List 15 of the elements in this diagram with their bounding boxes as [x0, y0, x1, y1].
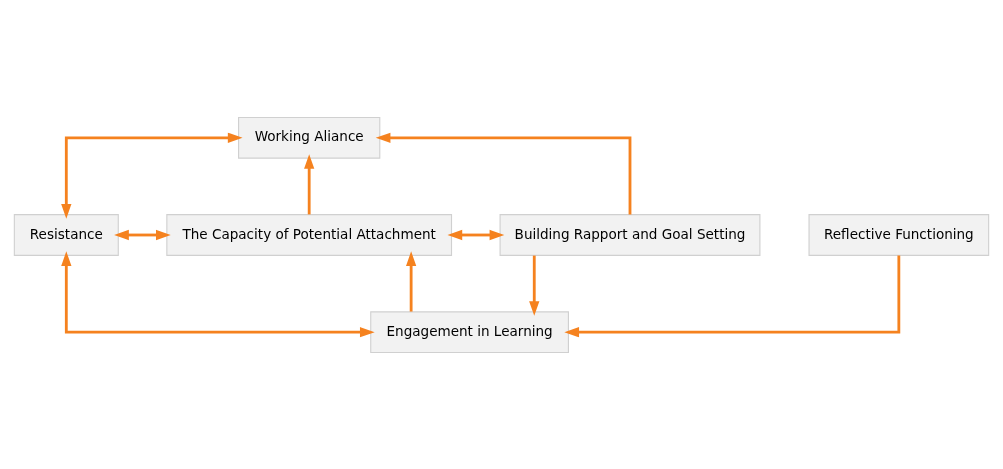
arrow: [529, 255, 540, 316]
arrow: [375, 132, 632, 214]
arrow: [564, 255, 901, 337]
node-box: The Capacity of Potential Attachment: [166, 213, 453, 256]
node-box: Working Aliance: [238, 116, 381, 159]
node-box: Engagement in Learning: [370, 310, 569, 353]
node-box: Resistance: [13, 213, 119, 256]
node-box: Reflective Functioning: [808, 213, 990, 256]
arrow: [61, 250, 375, 337]
arrow: [304, 153, 315, 214]
arrow: [447, 229, 505, 240]
arrow: [114, 229, 171, 240]
arrow: [61, 132, 243, 219]
arrow: [406, 250, 417, 312]
node-box: Building Rapport and Goal Setting: [499, 213, 761, 256]
